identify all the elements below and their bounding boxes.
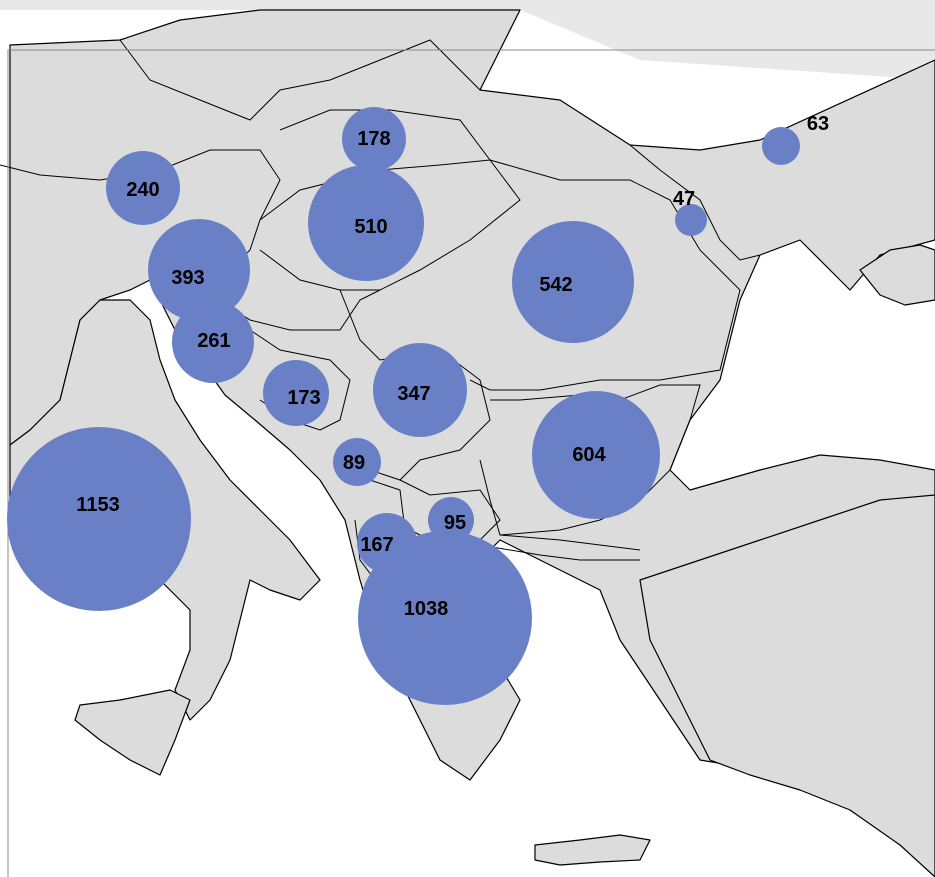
bubble-moldova[interactable] — [675, 204, 707, 236]
map-frame — [7, 49, 935, 877]
bubble-hungary[interactable] — [308, 165, 424, 281]
label-ukraine: 63 — [807, 113, 829, 135]
bubble-ukraine[interactable] — [762, 127, 800, 165]
bubble-layer — [7, 107, 800, 705]
label-bulgaria: 604 — [572, 444, 606, 466]
bubble-romania[interactable] — [512, 221, 634, 343]
crete-land — [534, 834, 651, 866]
bubble-bulgaria[interactable] — [532, 391, 660, 519]
label-croatia: 261 — [197, 330, 230, 352]
bubble-austria[interactable] — [106, 151, 180, 225]
label-albania: 167 — [360, 534, 393, 556]
label-slovenia: 393 — [171, 267, 204, 289]
label-montenegro: 89 — [343, 452, 365, 474]
label-austria: 240 — [126, 179, 159, 201]
label-serbia: 347 — [397, 383, 430, 405]
label-italy: 1153 — [76, 494, 119, 516]
bubble-italy[interactable] — [7, 427, 191, 611]
sicily-land — [74, 689, 191, 776]
label-bosnia: 173 — [287, 387, 320, 409]
label-north-macedonia: 95 — [444, 512, 466, 534]
label-slovakia: 178 — [357, 128, 390, 150]
bubble-slovenia[interactable] — [148, 219, 250, 321]
bubble-serbia[interactable] — [373, 343, 467, 437]
bubble-bosnia[interactable] — [263, 360, 329, 426]
bubble-greece[interactable] — [358, 531, 532, 705]
anatolia-land — [639, 494, 935, 877]
bubble-montenegro[interactable] — [333, 438, 381, 486]
north-land — [0, 0, 935, 80]
label-romania: 542 — [539, 274, 572, 296]
bubble-slovakia[interactable] — [342, 107, 406, 171]
bubble-croatia[interactable] — [172, 301, 254, 383]
label-greece: 1038 — [404, 598, 449, 620]
label-layer: 178 240 510 393 261 173 347 89 542 604 9… — [76, 113, 829, 620]
label-moldova: 47 — [673, 188, 695, 210]
crimea-land — [859, 244, 935, 306]
label-hungary: 510 — [354, 216, 387, 238]
